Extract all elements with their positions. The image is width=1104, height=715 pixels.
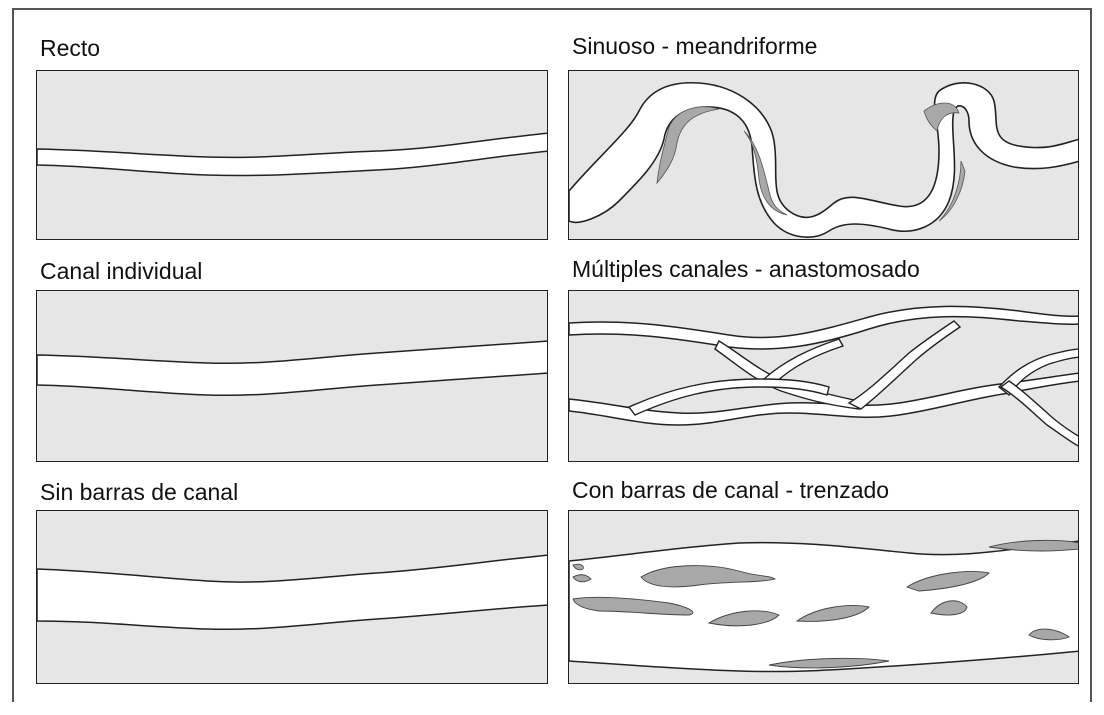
meandering-channel	[569, 83, 1079, 237]
channel-upper	[569, 306, 1079, 349]
channel-bar	[989, 540, 1079, 551]
panel-single-channel	[36, 290, 548, 462]
channel-branch	[715, 341, 859, 409]
panel-no-bars	[36, 510, 548, 684]
wide-channel	[37, 555, 548, 629]
label-no-channel-bars: Sin barras de canal	[40, 479, 238, 506]
single-channel	[37, 341, 548, 395]
panel-anastomosing-channels	[568, 290, 1079, 462]
label-single-channel: Canal individual	[40, 258, 202, 285]
label-sinuous-meandering: Sinuoso - meandriforme	[572, 33, 817, 60]
label-straight: Recto	[40, 35, 100, 62]
panel-braided-channel	[568, 510, 1079, 684]
panel-straight-channel	[36, 70, 548, 240]
label-with-bars-braided: Con barras de canal - trenzado	[572, 477, 889, 504]
straight-channel	[37, 133, 548, 176]
panel-meandering-channel	[568, 70, 1079, 240]
channel-branch	[1001, 381, 1079, 447]
label-multi-channel-anastomosing: Múltiples canales - anastomosado	[572, 256, 920, 283]
